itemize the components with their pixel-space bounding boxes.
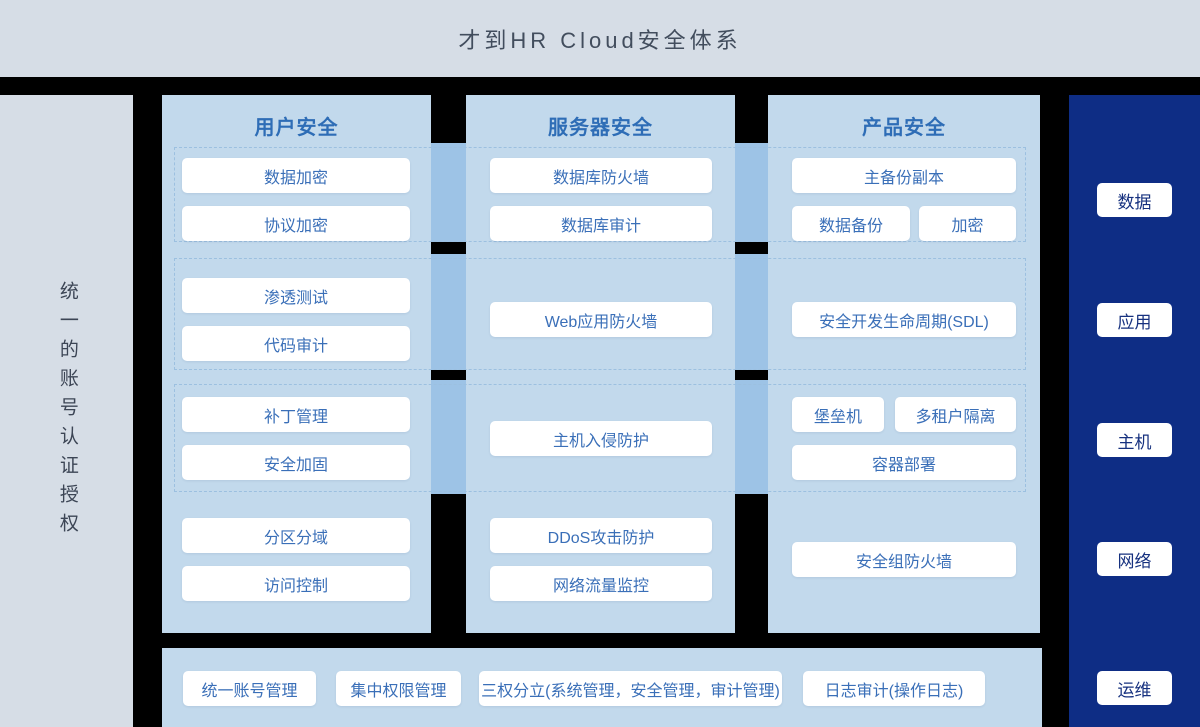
column-bridge (431, 380, 466, 494)
column-bridge (431, 254, 466, 370)
item-encryption: 加密 (919, 206, 1016, 241)
item-protocol-encryption: 协议加密 (182, 206, 410, 241)
item-partition-zoning: 分区分域 (182, 518, 410, 553)
column-title: 服务器安全 (548, 116, 653, 139)
layer-badge-app: 应用 (1097, 303, 1172, 337)
layer-badge-data: 数据 (1097, 183, 1172, 217)
item-data-backup: 数据备份 (792, 206, 910, 241)
item-unified-account-mgmt: 统一账号管理 (183, 671, 316, 706)
bottom-bar: 统一账号管理 集中权限管理 三权分立(系统管理，安全管理，审计管理) 日志审计(… (162, 648, 1042, 727)
item-bastion-host: 堡垒机 (792, 397, 884, 432)
item-security-hardening: 安全加固 (182, 445, 410, 480)
column-bridge (735, 254, 768, 370)
item-container-deployment: 容器部署 (792, 445, 1016, 480)
item-log-audit: 日志审计(操作日志) (803, 671, 985, 706)
layer-badge-network: 网络 (1097, 542, 1172, 576)
item-primary-backup-replica: 主备份副本 (792, 158, 1016, 193)
left-sidebar: 统一的账号认证授权 (0, 95, 133, 727)
item-penetration-testing: 渗透测试 (182, 278, 410, 313)
layer-badge-ops: 运维 (1097, 671, 1172, 705)
item-ddos-protection: DDoS攻击防护 (490, 518, 712, 553)
page-header: 才到HR Cloud安全体系 (0, 0, 1200, 77)
group-box-host-layer (174, 384, 1026, 492)
item-network-traffic-monitoring: 网络流量监控 (490, 566, 712, 601)
group-box-data-layer (174, 147, 1026, 242)
item-separation-of-powers: 三权分立(系统管理，安全管理，审计管理) (479, 671, 782, 706)
column-title: 用户安全 (254, 116, 339, 139)
item-access-control: 访问控制 (182, 566, 410, 601)
item-multi-tenant-isolation: 多租户隔离 (895, 397, 1016, 432)
item-security-group-firewall: 安全组防火墙 (792, 542, 1016, 577)
item-patch-management: 补丁管理 (182, 397, 410, 432)
item-db-firewall: 数据库防火墙 (490, 158, 712, 193)
item-sdl: 安全开发生命周期(SDL) (792, 302, 1016, 337)
item-web-app-firewall: Web应用防火墙 (490, 302, 712, 337)
item-code-audit: 代码审计 (182, 326, 410, 361)
item-data-encryption: 数据加密 (182, 158, 410, 193)
column-title: 产品安全 (862, 116, 946, 139)
group-box-app-layer (174, 258, 1026, 370)
item-host-intrusion-prevention: 主机入侵防护 (490, 421, 712, 456)
page-title: 才到HR Cloud安全体系 (458, 27, 742, 53)
layer-badge-host: 主机 (1097, 423, 1172, 457)
item-centralized-permission-mgmt: 集中权限管理 (336, 671, 461, 706)
item-db-audit: 数据库审计 (490, 206, 712, 241)
column-bridge (431, 143, 466, 242)
column-bridge (735, 380, 768, 494)
unified-auth-label: 统一的账号认证授权 (56, 280, 78, 542)
column-bridge (735, 143, 768, 242)
